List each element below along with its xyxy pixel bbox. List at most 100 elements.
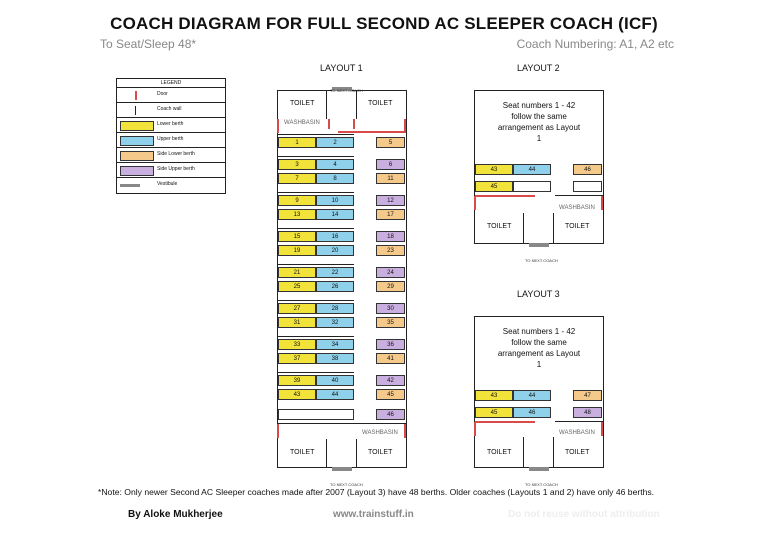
toilet-label: TOILET bbox=[487, 223, 512, 230]
berth-upper[interactable]: 44 bbox=[316, 389, 354, 400]
berth-side-upper[interactable]: 48 bbox=[573, 407, 602, 418]
bay-partition bbox=[278, 156, 354, 157]
berth-lower[interactable]: 43 bbox=[475, 164, 513, 175]
berth-lower[interactable]: 7 bbox=[278, 173, 316, 184]
toilet-label: TOILET bbox=[565, 449, 590, 456]
door[interactable] bbox=[601, 196, 603, 210]
door[interactable] bbox=[277, 424, 279, 438]
legend-label: Lower berth bbox=[157, 121, 184, 127]
berth-upper[interactable]: 46 bbox=[513, 407, 551, 418]
berth-lower[interactable]: 25 bbox=[278, 281, 316, 292]
berth-side-lower[interactable]: 5 bbox=[376, 137, 405, 148]
berth-upper[interactable]: 32 bbox=[316, 317, 354, 328]
berth-side-upper[interactable]: 42 bbox=[376, 375, 405, 386]
door[interactable] bbox=[353, 119, 355, 129]
berth-lower[interactable]: 39 bbox=[278, 375, 316, 386]
berth-lower[interactable]: 3 bbox=[278, 159, 316, 170]
berth-lower[interactable]: 27 bbox=[278, 303, 316, 314]
berth-side-upper[interactable]: 30 bbox=[376, 303, 405, 314]
berth-side-upper[interactable]: 24 bbox=[376, 267, 405, 278]
berth-side-upper[interactable]: 12 bbox=[376, 195, 405, 206]
berth-side-upper[interactable]: 18 bbox=[376, 231, 405, 242]
berth-side-lower[interactable]: 46 bbox=[573, 164, 602, 175]
berth-upper[interactable]: 20 bbox=[316, 245, 354, 256]
layout3-coach: Seat numbers 1 - 42 follow the same arra… bbox=[474, 316, 604, 487]
berth-lower[interactable]: 37 bbox=[278, 353, 316, 364]
layout2-heading: LAYOUT 2 bbox=[517, 63, 560, 73]
berth-side-lower[interactable]: 35 bbox=[376, 317, 405, 328]
berth-side-lower[interactable]: 29 bbox=[376, 281, 405, 292]
legend-lower: Lower berth bbox=[117, 117, 225, 132]
berth-lower[interactable]: 31 bbox=[278, 317, 316, 328]
subtitle-numbering: Coach Numbering: A1, A2 etc bbox=[516, 37, 674, 51]
toilet-label: TOILET bbox=[368, 100, 393, 107]
berth-side-lower[interactable]: 23 bbox=[376, 245, 405, 256]
door[interactable] bbox=[404, 424, 406, 438]
berth-side-lower[interactable]: 17 bbox=[376, 209, 405, 220]
footnote: *Note: Only newer Second AC Sleeper coac… bbox=[98, 487, 655, 497]
berth-lower[interactable]: 45 bbox=[475, 181, 513, 192]
door[interactable] bbox=[474, 196, 476, 210]
berth-lower[interactable]: 19 bbox=[278, 245, 316, 256]
legend-title: LEGEND bbox=[160, 80, 182, 86]
washbasin-label: WASHBASIN bbox=[284, 120, 320, 126]
bay-partition bbox=[278, 264, 354, 265]
berth-upper[interactable]: 10 bbox=[316, 195, 354, 206]
upper-swatch bbox=[120, 136, 154, 146]
berth-upper[interactable]: 4 bbox=[316, 159, 354, 170]
berth-upper[interactable]: 44 bbox=[513, 390, 551, 401]
door[interactable] bbox=[404, 119, 406, 133]
toilet-wall bbox=[523, 213, 524, 243]
berth-upper[interactable]: 14 bbox=[316, 209, 354, 220]
berth-side-lower[interactable]: 11 bbox=[376, 173, 405, 184]
legend-label: Upper berth bbox=[157, 136, 184, 142]
berth-side-upper[interactable]: 46 bbox=[376, 409, 405, 420]
berth-lower[interactable]: 43 bbox=[475, 390, 513, 401]
berth-side-lower[interactable]: 41 bbox=[376, 353, 405, 364]
berth-upper[interactable]: 22 bbox=[316, 267, 354, 278]
berth-side-upper[interactable]: 6 bbox=[376, 159, 405, 170]
berth-upper[interactable]: 40 bbox=[316, 375, 354, 386]
legend-label: Vestibule bbox=[157, 181, 178, 187]
berth-upper[interactable]: 8 bbox=[316, 173, 354, 184]
toilet-label: TOILET bbox=[565, 223, 590, 230]
berth-lower[interactable]: 1 bbox=[278, 137, 316, 148]
berth-upper[interactable]: 16 bbox=[316, 231, 354, 242]
empty-berth bbox=[573, 181, 602, 192]
berth-upper[interactable]: 44 bbox=[513, 164, 551, 175]
vestibule-swatch bbox=[120, 184, 140, 187]
berth-lower[interactable]: 45 bbox=[475, 407, 513, 418]
partition bbox=[475, 421, 535, 423]
berth-side-lower[interactable]: 45 bbox=[376, 389, 405, 400]
door-swatch bbox=[135, 91, 137, 100]
door[interactable] bbox=[474, 422, 476, 436]
berth-lower[interactable]: 33 bbox=[278, 339, 316, 350]
toilet-wall bbox=[553, 213, 554, 243]
door[interactable] bbox=[328, 119, 330, 129]
berth-upper[interactable]: 34 bbox=[316, 339, 354, 350]
empty-berth bbox=[278, 409, 354, 420]
partition bbox=[338, 131, 406, 133]
berth-upper[interactable]: 2 bbox=[316, 137, 354, 148]
door[interactable] bbox=[277, 119, 279, 133]
berth-upper[interactable]: 38 bbox=[316, 353, 354, 364]
berth-lower[interactable]: 43 bbox=[278, 389, 316, 400]
layout2-coach: Seat numbers 1 - 42 follow the same arra… bbox=[474, 90, 604, 263]
toilet-wall bbox=[356, 91, 357, 119]
legend-label: Coach wall bbox=[157, 106, 182, 112]
page-title: COACH DIAGRAM FOR FULL SECOND AC SLEEPER… bbox=[110, 14, 658, 33]
credit-rights: Do not reuse without attribution bbox=[508, 509, 660, 520]
berth-side-upper[interactable]: 36 bbox=[376, 339, 405, 350]
berth-side-lower[interactable]: 47 bbox=[573, 390, 602, 401]
berth-lower[interactable]: 9 bbox=[278, 195, 316, 206]
toilet-label: TOILET bbox=[290, 449, 315, 456]
berth-upper[interactable]: 26 bbox=[316, 281, 354, 292]
berth-lower[interactable]: 21 bbox=[278, 267, 316, 278]
washbasin-label: WASHBASIN bbox=[559, 430, 595, 436]
berth-lower[interactable]: 15 bbox=[278, 231, 316, 242]
door[interactable] bbox=[601, 422, 603, 436]
berth-lower[interactable]: 13 bbox=[278, 209, 316, 220]
bay-partition bbox=[278, 300, 354, 301]
credit-site[interactable]: www.trainstuff.in bbox=[333, 509, 414, 520]
berth-upper[interactable]: 28 bbox=[316, 303, 354, 314]
